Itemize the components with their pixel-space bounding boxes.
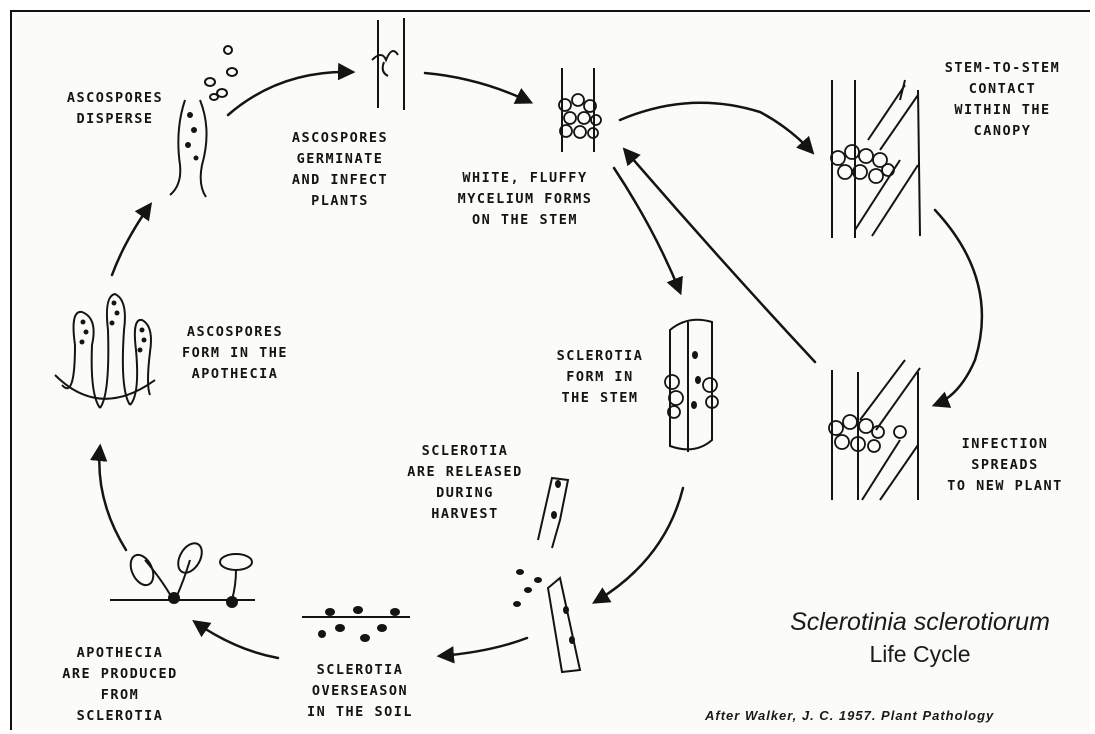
arrow-contact-to-spread (935, 210, 982, 405)
soil-sclerotia-illustration (302, 606, 410, 642)
label-apothecia-produced: APOTHECIA ARE PRODUCED FROM SCLEROTIA (55, 643, 185, 727)
asci-illustration (55, 294, 155, 408)
arrow-sclerotia-to-released (595, 488, 683, 602)
diagram-title: Sclerotinia sclerotiorum Life Cycle (760, 606, 1080, 670)
sclerotia-stem-illustration (665, 320, 718, 452)
species-name: Sclerotinia sclerotiorum (760, 606, 1080, 638)
label-sclerotia-overseason: SCLEROTIA OVERSEASON IN THE SOIL (295, 660, 425, 723)
arrow-mycelium-to-sclerotia (614, 168, 680, 292)
source-credit: After Walker, J. C. 1957. Plant Patholog… (705, 708, 1065, 723)
arrow-disperse-to-germinate (228, 72, 352, 115)
ascus-illustration (170, 46, 237, 197)
stem-contact-illustration (831, 80, 920, 238)
arrow-mycelium-to-contact (620, 103, 812, 152)
label-ascospores-form: ASCOSPORES FORM IN THE APOTHECIA (170, 322, 300, 385)
mycelium-stem-illustration (559, 68, 601, 152)
arrow-released-to-soil (440, 638, 527, 656)
arrow-form-to-disperse (112, 205, 150, 275)
arrow-soil-to-apothecia (195, 622, 278, 658)
label-sclerotia-released: SCLEROTIA ARE RELEASED DURING HARVEST (400, 441, 530, 525)
germinating-spore-illustration (372, 18, 404, 110)
label-infection-spreads: INFECTION SPREADS TO NEW PLANT (940, 434, 1070, 497)
arrow-spread-to-mycelium (625, 150, 815, 362)
title-subtitle: Life Cycle (760, 638, 1080, 670)
label-sclerotia-form: SCLEROTIA FORM IN THE STEM (550, 346, 650, 409)
infection-spread-illustration (829, 360, 920, 500)
apothecia-illustration (110, 539, 255, 607)
arrow-germinate-to-mycelium (425, 73, 530, 102)
label-stem-contact: STEM-TO-STEM CONTACT WITHIN THE CANOPY (935, 58, 1070, 142)
arrow-apothecia-to-form (99, 447, 126, 550)
label-ascospores-disperse: ASCOSPORES DISPERSE (50, 88, 180, 130)
label-mycelium-forms: WHITE, FLUFFY MYCELIUM FORMS ON THE STEM (445, 168, 605, 231)
label-ascospores-germinate: ASCOSPORES GERMINATE AND INFECT PLANTS (275, 128, 405, 212)
